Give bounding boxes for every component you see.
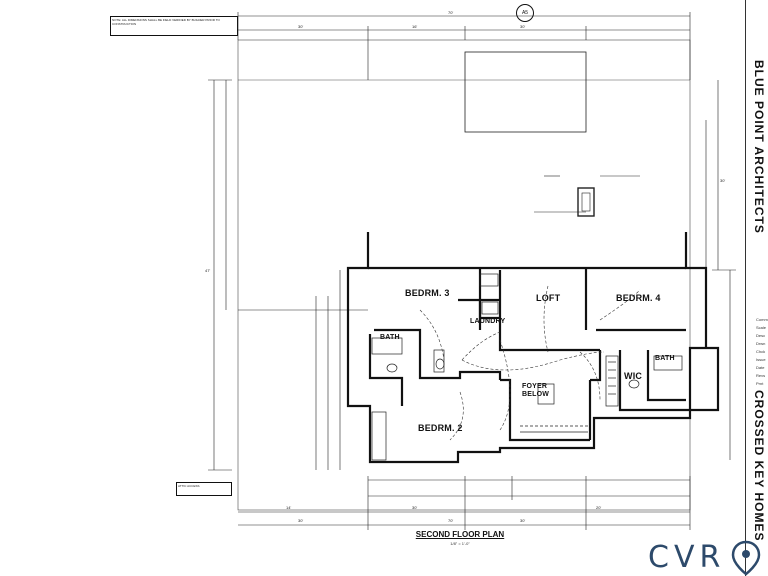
tb-note: Scale: [756, 325, 767, 330]
dim-text-top-right: 30': [520, 24, 525, 29]
dim-text-bottom-second-left: 30': [298, 518, 303, 523]
attic-access-note: ATTIC ACCESS: [176, 482, 232, 496]
room-label-bedroom3: BEDRM. 3: [405, 288, 450, 298]
tb-note: Date: [756, 365, 765, 370]
room-label-bedroom2: BEDRM. 2: [418, 423, 463, 433]
plan-title: SECOND FLOOR PLAN: [415, 530, 505, 539]
dim-text-top-left: 30': [298, 24, 303, 29]
plan-scale: 1/8" = 1'-0": [450, 541, 470, 546]
dim-text-overall-top: 70': [448, 10, 453, 15]
second-floor-walls: [346, 232, 720, 464]
map-pin-icon: [731, 540, 761, 576]
tb-note: Revs: [756, 373, 766, 378]
tb-note: Drwn: [756, 341, 766, 346]
roof-dormer: [464, 51, 587, 133]
tb-note: Comm: [756, 317, 768, 322]
general-note-text: NOTE: ALL DIMENSIONS SHALL BE FIELD VERI…: [112, 18, 220, 26]
tb-note: Prnt: [756, 381, 764, 386]
tb-note: Issue: [756, 357, 766, 362]
dim-text-bottom-mid: 30': [412, 505, 417, 510]
tb-note: Desc: [756, 333, 766, 338]
room-label-bath1: BATH: [380, 334, 400, 341]
room-label-bedroom4: BEDRM. 4: [616, 293, 661, 303]
tub-fixture-1: [371, 337, 403, 355]
dim-text-right-overall: 30': [720, 178, 725, 183]
title-block: BLUE POINT ARCHITECTS CROSSED KEY HOMES: [745, 0, 768, 576]
title-block-notes: Comm Scale Desc Drwn Chck Issue Date Rev…: [756, 316, 768, 388]
attic-access-text: ATTIC ACCESS: [178, 484, 200, 488]
room-label-wic: WIC: [624, 371, 643, 381]
builder-name: CROSSED KEY HOMES: [752, 390, 766, 542]
room-label-foyer-below: FOYER BELOW: [522, 383, 550, 398]
lower-roof-outline: [237, 39, 691, 511]
dim-text-bottom-right: 20': [596, 505, 601, 510]
room-label-loft: LOFT: [536, 293, 561, 303]
room-label-bath2: BATH: [655, 355, 675, 362]
brand-watermark: CVR: [648, 540, 726, 575]
dim-text-bottom-second-right: 30': [520, 518, 525, 523]
room-label-laundry: LAUNDRY: [470, 318, 506, 325]
dim-text-overall-bottom: 70': [448, 518, 453, 523]
architect-name: BLUE POINT ARCHITECTS: [752, 60, 766, 234]
tub-fixture-2: [653, 355, 683, 371]
dim-text-bottom-left: 14': [286, 505, 291, 510]
dim-text-left-overall: 47': [205, 268, 210, 273]
tb-note: Chck: [756, 349, 766, 354]
north-marker: A5: [516, 4, 534, 22]
general-note-box: NOTE: ALL DIMENSIONS SHALL BE FIELD VERI…: [110, 16, 238, 36]
dim-text-top-mid: 16': [412, 24, 417, 29]
